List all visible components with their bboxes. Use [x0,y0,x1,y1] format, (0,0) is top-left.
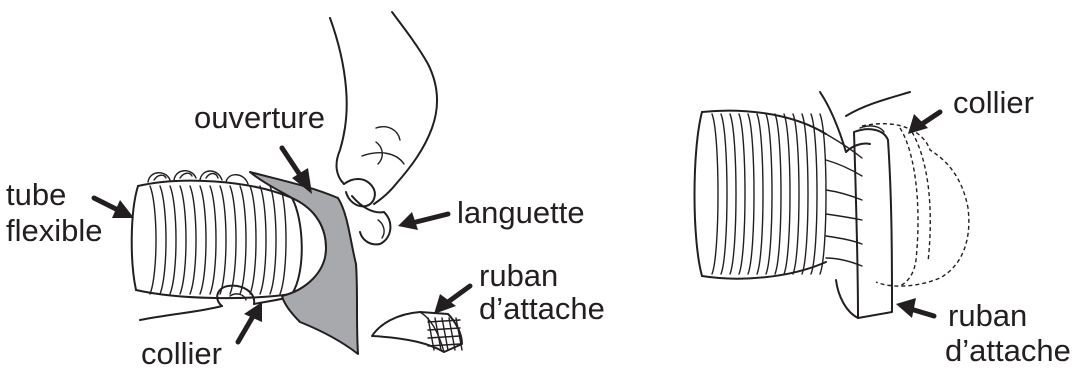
right-flexible-tube [695,111,827,279]
tube-rib [775,114,781,274]
arrow-collier-left [238,302,262,342]
tube-rib [748,114,754,274]
tube-rib [757,114,763,274]
tube-rib [190,186,196,294]
arrow-ruban-left [434,286,470,314]
tube-rib [250,186,256,294]
tube-rib [793,114,799,274]
label-attache-left: d’attache [479,292,605,326]
tube-rib [260,186,266,294]
tube-rib [240,186,246,294]
tube-rib [210,186,216,294]
velcro-strip [372,312,462,352]
label-ouverture: ouverture [194,101,325,135]
tube-rib [230,186,236,294]
tube-rib [180,186,186,294]
arrow-collier-right [908,112,940,134]
label-ruban-right: ruban [948,299,1027,333]
label-collier-left: collier [141,337,222,371]
tube-rib [721,114,727,274]
label-flexible: flexible [6,214,103,248]
upper-hand [330,12,437,244]
label-ruban-left: ruban [479,259,558,293]
tube-rib [712,114,718,274]
tube-rib [820,114,826,274]
tube-rib [730,114,736,274]
tube-rib [766,114,772,274]
right-strap [836,129,892,318]
gray-opening-sheet [250,172,358,354]
flexible-tube [132,171,292,298]
left-figure [94,12,470,354]
tube-rib [811,114,817,274]
tube-rib [270,186,276,294]
velcro-line [428,336,460,338]
label-languette: languette [457,196,585,230]
tube-rib [160,186,166,294]
right-collar [862,124,969,286]
right-figure [695,92,969,318]
right-hand [820,92,910,152]
tube-rib [220,186,226,294]
label-attache-right: d’attache [945,334,1071,368]
tube-rib [200,186,206,294]
tube-rib [280,186,286,294]
label-collier-right: collier [953,86,1034,120]
label-tube: tube [6,178,66,212]
arrow-ruban-right [896,298,934,318]
velcro-line [428,328,460,330]
tube-rib [170,186,176,294]
tube-rib [739,114,745,274]
tube-rib [150,186,156,294]
arrow-languette [398,212,448,230]
tube-rib [802,114,808,274]
tube-rib [784,114,790,274]
